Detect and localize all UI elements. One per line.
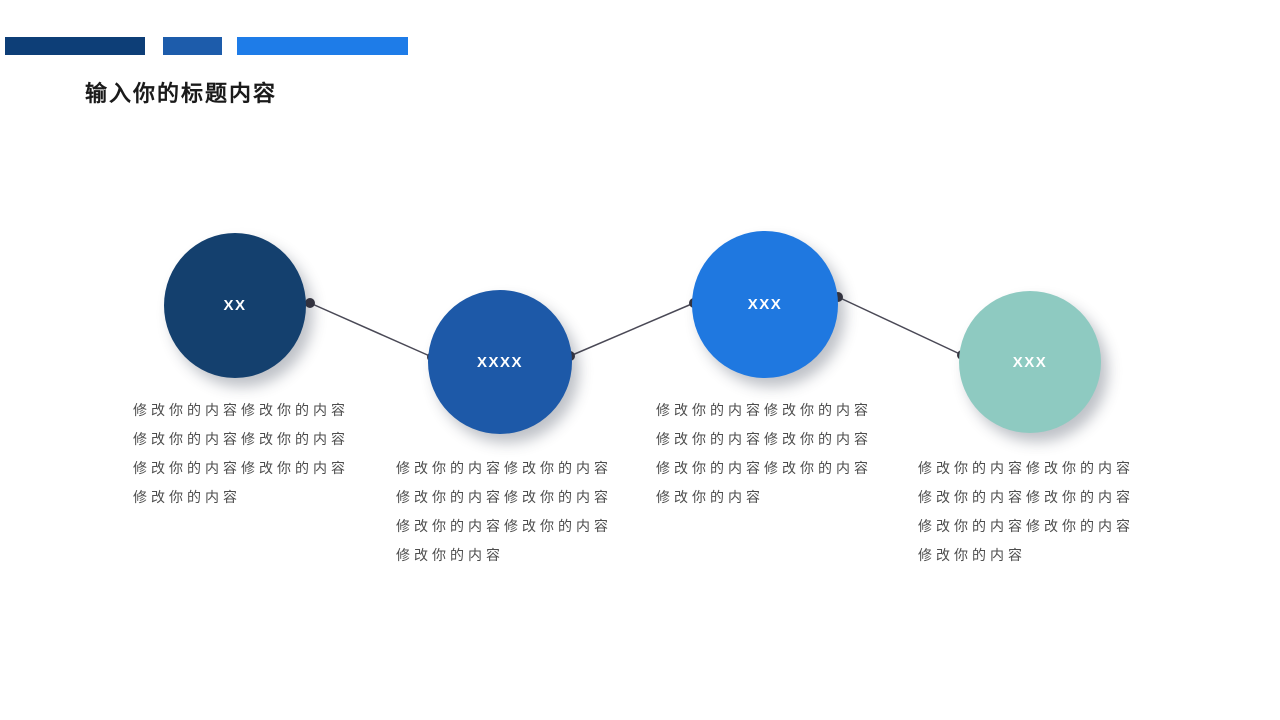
- text-line: 修改你的内容: [396, 547, 504, 563]
- node-text-2: 修改你的内容修改你的内容 修改你的内容修改你的内容 修改你的内容修改你的内容 修…: [396, 454, 636, 570]
- text-line: 修改你的内容修改你的内容: [918, 460, 1134, 476]
- connector-dot: [305, 298, 315, 308]
- node-circle-4: XXX: [959, 291, 1101, 433]
- text-line: 修改你的内容修改你的内容: [133, 402, 349, 418]
- node-text-1: 修改你的内容修改你的内容 修改你的内容修改你的内容 修改你的内容修改你的内容 修…: [133, 396, 373, 512]
- accent-bar-dark: [5, 37, 145, 55]
- text-line: 修改你的内容: [918, 547, 1026, 563]
- text-line: 修改你的内容修改你的内容: [133, 431, 349, 447]
- accent-bar-medium: [163, 37, 222, 55]
- text-line: 修改你的内容修改你的内容: [133, 460, 349, 476]
- text-line: 修改你的内容修改你的内容: [918, 518, 1134, 534]
- node-label-1: XX: [223, 297, 247, 314]
- text-line: 修改你的内容修改你的内容: [396, 460, 612, 476]
- text-line: 修改你的内容修改你的内容: [656, 431, 872, 447]
- node-label-3: XXX: [747, 296, 783, 313]
- text-line: 修改你的内容修改你的内容: [656, 460, 872, 476]
- accent-bar-bright: [237, 37, 408, 55]
- text-line: 修改你的内容修改你的内容: [396, 489, 612, 505]
- node-text-4: 修改你的内容修改你的内容 修改你的内容修改你的内容 修改你的内容修改你的内容 修…: [918, 454, 1158, 570]
- node-circle-2: XXXX: [428, 290, 572, 434]
- text-line: 修改你的内容修改你的内容: [656, 402, 872, 418]
- text-line: 修改你的内容: [133, 489, 241, 505]
- text-line: 修改你的内容修改你的内容: [396, 518, 612, 534]
- node-circle-3: XXX: [692, 231, 838, 378]
- text-line: 修改你的内容: [656, 489, 764, 505]
- page-title: 输入你的标题内容: [85, 81, 278, 106]
- node-label-4: XXX: [1012, 353, 1048, 371]
- text-line: 修改你的内容修改你的内容: [918, 489, 1134, 505]
- node-text-3: 修改你的内容修改你的内容 修改你的内容修改你的内容 修改你的内容修改你的内容 修…: [656, 396, 896, 512]
- node-circle-1: XX: [164, 233, 306, 378]
- node-label-2: XXXX: [476, 353, 524, 371]
